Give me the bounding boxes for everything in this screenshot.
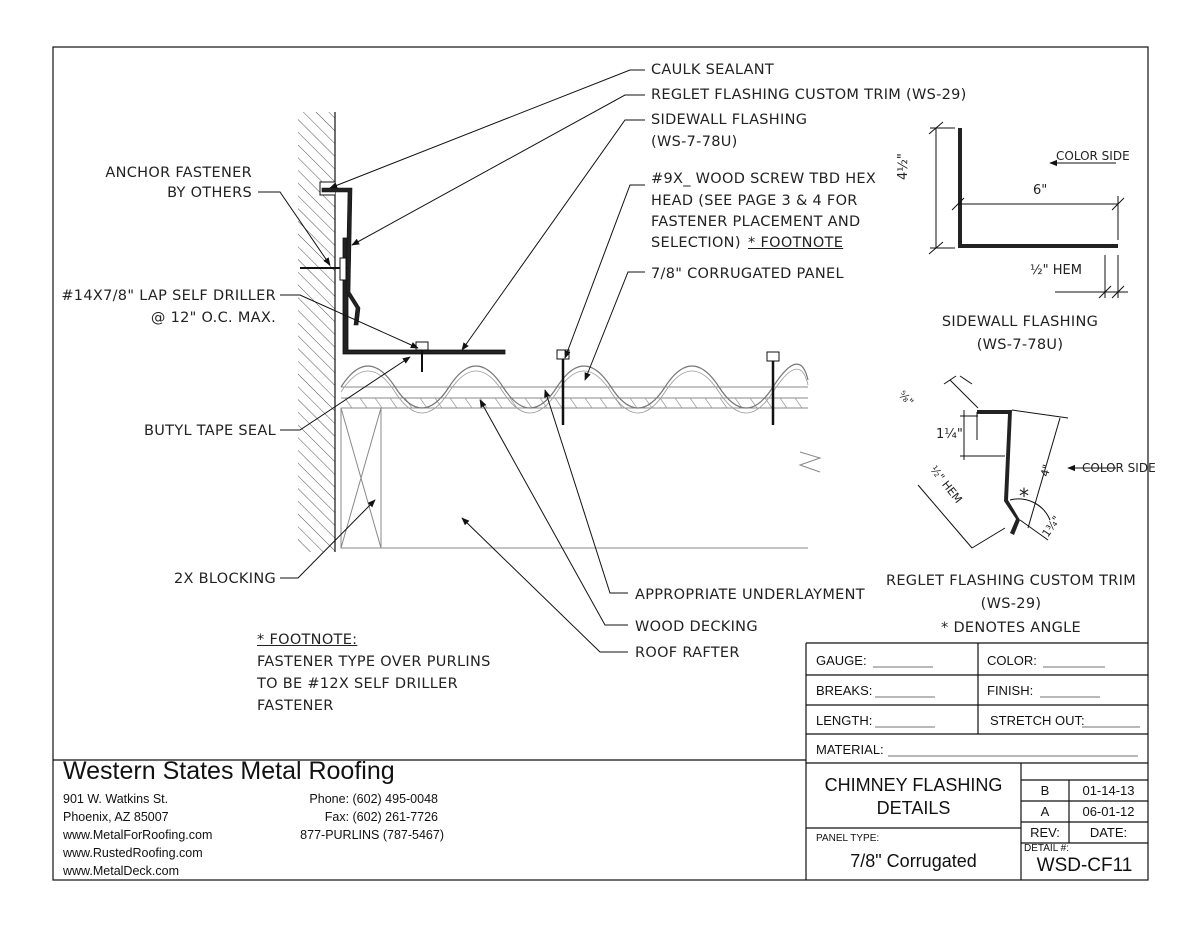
wood-screw-footnote-ref: * FOOTNOTE (748, 235, 844, 251)
reglet-caption-1: REGLET FLASHING CUSTOM TRIM (885, 573, 1137, 589)
company-address-1: 901 W. Watkins St. (63, 792, 169, 806)
panel-type-label: PANEL TYPE: (816, 833, 880, 844)
company-website-1[interactable]: www.MetalForRoofing.com (63, 828, 213, 842)
wood-screw-label-2: HEAD (SEE PAGE 3 & 4 FOR (651, 193, 858, 209)
wood-screw-label-3: FASTENER PLACEMENT AND (651, 214, 861, 230)
leader-lines (258, 69, 645, 653)
sidewall-flashing-label: SIDEWALL FLASHING (651, 112, 808, 128)
framing (340, 386, 822, 549)
underlayment-label: APPROPRIATE UNDERLAYMENT (635, 587, 865, 603)
rev-a-date: 06-01-12 (1082, 804, 1135, 819)
company-phone: Phone: (602) 495-0048 (309, 792, 438, 806)
sidewall-caption-2: (WS-7-78U) (976, 337, 1064, 353)
length-label: LENGTH: (816, 713, 873, 728)
caulk-sealant-label: CAULK SEALANT (651, 62, 775, 78)
gauge-label: GAUGE: (816, 653, 867, 668)
color-label: COLOR: (987, 653, 1037, 668)
reglet-caption-3: * DENOTES ANGLE (940, 620, 1082, 636)
sidewall-dim-hem: ½" HEM (1030, 263, 1082, 278)
butyl-tape-label: BUTYL TAPE SEAL (144, 423, 276, 439)
rev-header: REV: (1030, 825, 1060, 840)
sheet-border (52, 46, 1149, 881)
anchor-fastener (300, 257, 348, 281)
wood-screw-2 (766, 351, 780, 425)
company-website-2[interactable]: www.RustedRoofing.com (63, 846, 203, 860)
anchor-fastener-label-2: BY OTHERS (167, 185, 252, 201)
reglet-trim-label: REGLET FLASHING CUSTOM TRIM (WS-29) (651, 87, 967, 103)
company-name: Western States Metal Roofing (63, 757, 395, 785)
company-website-3[interactable]: www.MetalDeck.com (63, 864, 179, 878)
title-block-blanks (873, 666, 1140, 757)
corrugated-panel (340, 363, 809, 409)
lap-driller-label-2: @ 12" O.C. MAX. (150, 310, 276, 326)
company-tollfree: 877-PURLINS (787-5467) (300, 828, 444, 842)
blocking-label: 2X BLOCKING (174, 571, 276, 587)
finish-label: FINISH: (987, 683, 1034, 698)
stretch-out-label: STRETCH OUT: (990, 713, 1085, 728)
sidewall-flashing (342, 237, 506, 355)
rev-a: A (1040, 804, 1050, 819)
sidewall-color-side: COLOR SIDE (1056, 149, 1130, 163)
wood-screw-label-1: #9X_ WOOD SCREW TBD HEX (651, 171, 877, 187)
wood-decking-label: WOOD DECKING (635, 619, 758, 635)
corrugated-panel-label: 7/8" CORRUGATED PANEL (651, 266, 844, 282)
detail-number-label: DETAIL #: (1024, 843, 1070, 854)
lap-screw (415, 341, 429, 372)
footnote-title: * FOOTNOTE: (257, 632, 358, 648)
reglet-angle-mark: * (1019, 484, 1029, 508)
reglet-dim-114: 1¼" (936, 427, 963, 442)
sidewall-flashing-profile (928, 121, 1128, 472)
panel-type-value: 7/8" Corrugated (850, 851, 977, 871)
company-address-2: Phoenix, AZ 85007 (63, 810, 169, 824)
sidewall-caption-1: SIDEWALL FLASHING (941, 314, 1099, 330)
reglet-trim (321, 187, 361, 326)
footnote-line-3: FASTENER (257, 698, 334, 714)
title-block-grid (805, 642, 1148, 880)
sidewall-dim-width: 6" (1033, 183, 1048, 198)
anchor-fastener-label-1: ANCHOR FASTENER (105, 165, 252, 181)
company-fax: Fax: (602) 261-7726 (324, 810, 438, 824)
material-label: MATERIAL: (816, 742, 884, 757)
lap-driller-label-1: #14X7/8" LAP SELF DRILLER (61, 288, 276, 304)
rev-b-date: 01-14-13 (1082, 783, 1135, 798)
detail-number: WSD-CF11 (1036, 855, 1133, 876)
date-header: DATE: (1089, 825, 1128, 840)
roof-rafter-label: ROOF RAFTER (635, 645, 740, 661)
drawing-title-1: CHIMNEY FLASHING (824, 775, 1003, 795)
footnote-line-2: TO BE #12X SELF DRILLER (257, 676, 458, 692)
reglet-trim-profile (917, 375, 1069, 549)
sidewall-dim-height: 4½" (896, 153, 911, 180)
footnote-line-1: FASTENER TYPE OVER PURLINS (257, 654, 491, 670)
breaks-label: BREAKS: (816, 683, 873, 698)
reglet-color-side: COLOR SIDE (1082, 461, 1156, 475)
drawing-title-2: DETAILS (876, 798, 951, 818)
wood-screw-label-4: SELECTION) (651, 235, 741, 251)
sidewall-flashing-code: (WS-7-78U) (651, 134, 738, 150)
reglet-caption-2: (WS-29) (980, 596, 1042, 612)
masonry-wall (298, 112, 335, 552)
rev-b: B (1040, 783, 1050, 798)
